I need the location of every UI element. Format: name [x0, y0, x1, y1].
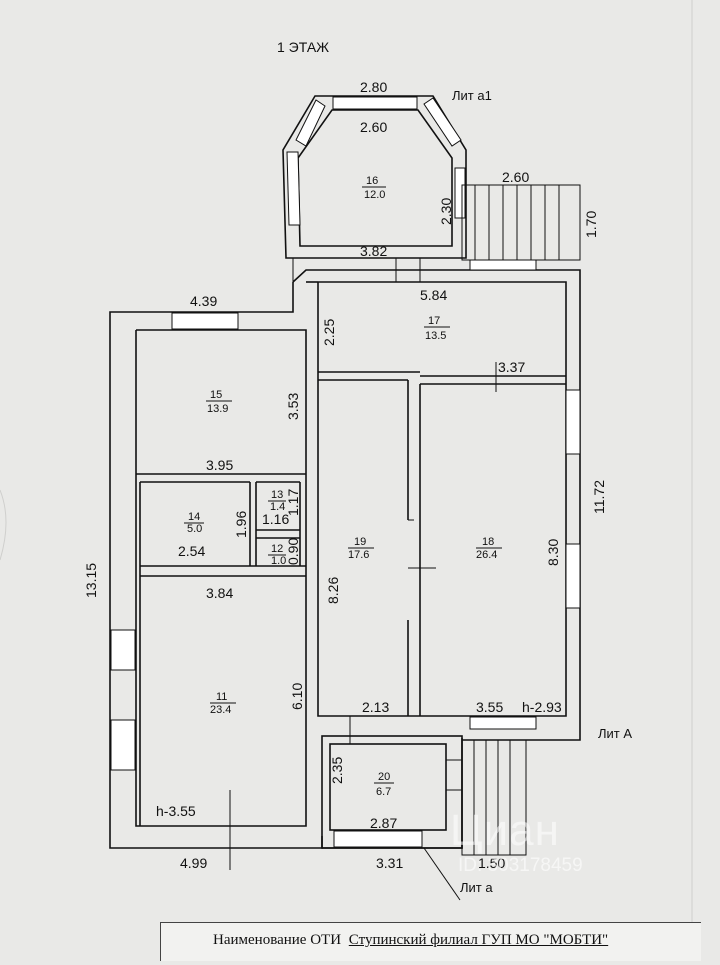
dimension-label: 1.16: [262, 511, 289, 527]
bay-room-walls: [282, 95, 467, 282]
room-label: 19 17.6: [348, 536, 374, 561]
room-label: 13 1.4: [268, 489, 286, 513]
room-number: 20: [378, 771, 390, 783]
dimension-label: 4.99: [180, 855, 207, 871]
dimension-label: 2.25: [321, 319, 337, 346]
dimension-label: 1.50: [478, 855, 505, 871]
dimension-label: 2.54: [178, 543, 205, 559]
room-number: 17: [428, 315, 440, 327]
dimension-label: 3.55: [476, 699, 503, 715]
room-number: 15: [210, 389, 222, 401]
room-area: 12.0: [364, 189, 385, 201]
watermark-id: ID: 303178459: [458, 855, 583, 876]
room-area: 26.4: [476, 549, 497, 561]
room-number: 12: [271, 543, 283, 555]
dimension-label: 3.37: [498, 359, 525, 375]
dimension-label: 8.30: [545, 539, 561, 566]
footer-text: Наименование ОТИ Ступинский филиал ГУП М…: [213, 932, 608, 949]
document-footer: Наименование ОТИ Ступинский филиал ГУП М…: [160, 922, 701, 961]
room-area: 5.0: [187, 523, 202, 535]
room-label: 17 13.5: [424, 315, 450, 342]
dimension-label: 2.35: [329, 757, 345, 784]
floor-title: 1 ЭТАЖ: [277, 39, 329, 55]
room-label: 18 26.4: [476, 536, 502, 561]
room-area: 23.4: [210, 704, 231, 716]
dimension-label: 1.96: [233, 511, 249, 538]
room-number: 16: [366, 175, 378, 187]
dimension-label: 2.60: [360, 119, 387, 135]
room-number: 11: [216, 691, 227, 703]
dimension-label: 6.10: [289, 683, 305, 710]
dimension-label: h-3.55: [156, 803, 196, 819]
entry-stairs-top: [461, 184, 581, 261]
room-area: 6.7: [376, 786, 391, 798]
room-label: 11 23.4: [210, 691, 236, 716]
dimension-label: 2.60: [502, 169, 529, 185]
lit-label-A: Лит А: [598, 726, 632, 741]
dimension-label: 13.15: [83, 563, 99, 598]
room-label: 16 12.0: [362, 175, 386, 201]
dimension-label: 3.53: [285, 393, 301, 420]
lit-label-a1: Лит а1: [452, 88, 492, 103]
dimension-label: 8.26: [325, 577, 341, 604]
dimension-label: h-2.93: [522, 699, 562, 715]
dimension-label: 1.17: [285, 489, 301, 516]
footer-label: Наименование ОТИ: [213, 932, 342, 948]
room-area: 1.4: [270, 501, 285, 513]
room-label: 14 5.0: [184, 511, 204, 535]
footer-organization: Ступинский филиал ГУП МО "МОБТИ": [348, 932, 609, 948]
dimension-label: 3.82: [360, 243, 387, 259]
dimension-label: 2.87: [370, 815, 397, 831]
room-label: 15 13.9: [206, 389, 232, 415]
room-area: 13.5: [425, 330, 446, 342]
vestibule-walls: [321, 716, 463, 901]
dimension-label: 2.13: [362, 699, 389, 715]
room-area: 17.6: [348, 549, 369, 561]
dimension-label: 3.31: [376, 855, 403, 871]
entry-stairs-bottom: [461, 739, 527, 856]
dimension-label: 3.95: [206, 457, 233, 473]
dimension-label: 0.90: [285, 538, 301, 565]
room-area: 13.9: [207, 403, 228, 415]
room-number: 13: [271, 489, 283, 501]
room-area: 1.0: [271, 555, 286, 567]
dimension-label: 2.80: [360, 79, 387, 95]
dimension-label: 2.30: [438, 198, 454, 225]
dimension-labels: 2.80 2.60 2.30 2.60 1.70 3.82 5.84 4.39 …: [83, 79, 607, 871]
watermark-logo: Циан: [450, 806, 560, 855]
room-labels: 16 12.0 17 13.5 15 13.9 14 5.0 13 1.4 12…: [184, 175, 502, 798]
dimension-label: 4.39: [190, 293, 217, 309]
room-label: 12 1.0: [268, 543, 286, 567]
dimension-label: 5.84: [420, 287, 447, 303]
dimension-label: 11.72: [591, 480, 607, 514]
lit-label-a: Лит а: [460, 880, 493, 895]
dimension-label: 1.70: [583, 211, 599, 238]
room-number: 18: [482, 536, 494, 548]
dimension-label: 3.84: [206, 585, 233, 601]
room-number: 19: [354, 536, 366, 548]
room-label: 20 6.7: [374, 771, 394, 798]
room-number: 14: [188, 511, 200, 523]
